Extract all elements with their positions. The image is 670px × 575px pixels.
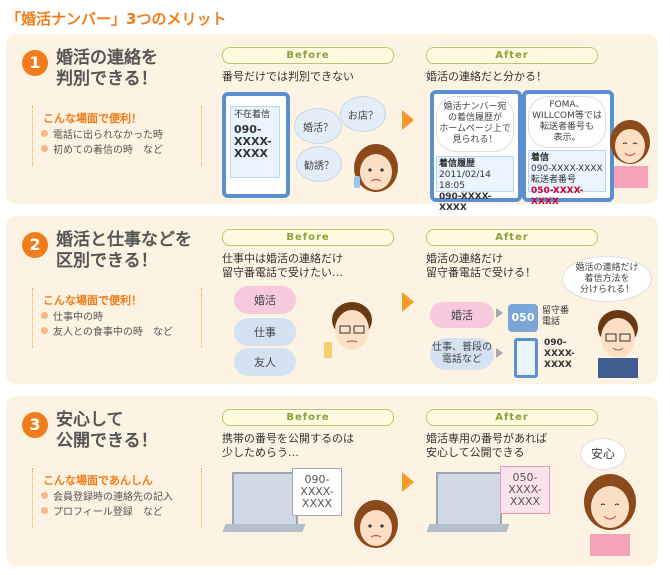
info-note: 婚活の連絡だけ 着信方法を 分けられる！ (562, 256, 652, 302)
before-label: Before (222, 229, 394, 246)
before-after-arrow (402, 292, 414, 312)
usecase-item: 仕事中の時 (41, 310, 173, 325)
category-oval: 仕事、普段の 電話など (430, 338, 494, 370)
before-label: Before (222, 47, 394, 64)
section-number: 3 (22, 412, 48, 438)
usecase-box: こんな場面であんしん 会員登録時の連絡先の記入 プロフィール登録 など (32, 468, 202, 528)
voicemail-050-icon: 050 (508, 304, 538, 332)
info-note: FOMA、 WILLCOM等では 転送者番号も 表示。 (528, 96, 606, 148)
section-number: 1 (22, 50, 48, 76)
usecase-item: 電話に出られなかった時 (41, 128, 163, 143)
laptop-base (426, 524, 510, 532)
missed-call-label: 不在着信 (234, 110, 271, 120)
before-after-arrow (402, 110, 414, 130)
incoming-number: 090-XXXX-XXXX (531, 164, 603, 174)
section-1-panel: 1 婚活の連絡を 判別できる！ こんな場面で便利！ 電話に出られなかった時 初め… (6, 34, 658, 213)
smiling-woman-illustration (584, 474, 636, 556)
incoming-call-screen: 着信 090-XXXX-XXXX 転送者番号 050-XXXX-XXXX (528, 150, 606, 207)
mobile-phone-icon (514, 338, 538, 378)
worried-woman-illustration (354, 144, 398, 192)
phone-illustration: 婚活ナンバー宛 の着信履歴が ホームページ上で 見られる！ 着信履歴 2011/… (430, 90, 522, 213)
mobile-number: 090- XXXX- XXXX (544, 338, 575, 370)
missed-call-number: 090- XXXX- XXXX (234, 123, 272, 160)
before-caption: 仕事中は婚活の連絡だけ 留守番電話で受けたい… (222, 252, 343, 279)
usecase-box: こんな場面で便利！ 電話に出られなかった時 初めての着信の時 など (32, 106, 202, 166)
usecase-item: 会員登録時の連絡先の記入 (41, 490, 173, 505)
laptop-base (222, 524, 306, 532)
page-title: 「婚活ナンバー」3つのメリット (6, 10, 227, 28)
relief-bubble: 安心 (580, 438, 626, 470)
section-heading: 婚活の連絡を 判別できる！ (56, 48, 158, 89)
forwarder-label: 転送者番号 (531, 175, 577, 185)
after-label: After (426, 409, 598, 426)
phone-illustration: FOMA、 WILLCOM等では 転送者番号も 表示。 着信 090-XXXX-… (522, 90, 614, 207)
after-caption: 婚活の連絡だけ 留守番電話で受ける！ (426, 252, 536, 279)
section-2-panel: 2 婚活と仕事などを 区別できる！ こんな場面で便利！ 仕事中の時 友人との食事… (6, 216, 658, 384)
usecase-title: こんな場面で便利！ (43, 294, 142, 307)
section-heading: 安心して 公開できる！ (56, 410, 158, 451)
flow-arrow (496, 348, 503, 358)
usecase-title: こんな場面で便利！ (43, 112, 142, 125)
businessman-illustration (598, 310, 638, 378)
question-bubble: 婚活？ (294, 108, 342, 144)
category-oval: 友人 (234, 348, 296, 376)
number-card: 050- XXXX- XXXX (500, 466, 550, 514)
worried-woman-illustration (354, 500, 398, 548)
before-caption: 携帯の番号を公開するのは 少しためらう… (222, 432, 354, 459)
info-note: 婚活ナンバー宛 の着信履歴が ホームページ上で 見られる！ (436, 96, 514, 152)
forwarder-number: 050-XXXX-XXXX (531, 186, 584, 207)
after-label: After (426, 47, 598, 64)
flow-arrow (496, 308, 503, 318)
section-number: 2 (22, 232, 48, 258)
voicemail-label: 留守番 電話 (542, 306, 570, 327)
usecase-box: こんな場面で便利！ 仕事中の時 友人との食事中の時 など (32, 288, 202, 348)
after-caption: 婚活専用の番号があれば 安心して公開できる (426, 432, 547, 459)
before-label: Before (222, 409, 394, 426)
incoming-title: 着信 (531, 153, 550, 163)
question-bubble: お店？ (340, 96, 386, 132)
category-oval: 婚活 (234, 286, 296, 314)
before-caption: 番号だけでは判別できない (222, 70, 354, 83)
number-card: 090- XXXX- XXXX (292, 468, 342, 516)
call-history-date: 2011/02/14 18:05 (439, 170, 491, 191)
call-history-number: 090-XXXX-XXXX (439, 192, 492, 213)
call-history-title: 着信履歴 (439, 159, 476, 169)
phone-illustration: 不在着信 090- XXXX- XXXX (222, 92, 290, 198)
smiling-woman-illustration (610, 120, 650, 188)
laptop-illustration (232, 472, 298, 526)
usecase-item: 初めての着信の時 など (41, 143, 163, 158)
after-caption: 婚活の連絡だと分かる！ (426, 70, 547, 83)
category-oval: 仕事 (234, 318, 296, 346)
businessman-illustration (324, 302, 372, 358)
before-after-arrow (402, 472, 414, 492)
laptop-illustration (436, 472, 502, 526)
question-bubble: 勧誘？ (296, 146, 342, 182)
usecase-item: 友人との食事中の時 など (41, 325, 173, 340)
category-oval: 婚活 (430, 302, 494, 328)
usecase-item: プロフィール登録 など (41, 505, 173, 520)
section-3-panel: 3 安心して 公開できる！ こんな場面であんしん 会員登録時の連絡先の記入 プロ… (6, 396, 658, 566)
section-heading: 婚活と仕事などを 区別できる！ (56, 230, 192, 271)
usecase-title: こんな場面であんしん (43, 474, 153, 487)
after-label: After (426, 229, 598, 246)
phone-screen: 不在着信 090- XXXX- XXXX (230, 106, 280, 178)
call-history-screen: 着信履歴 2011/02/14 18:05 090-XXXX-XXXX (436, 156, 514, 213)
